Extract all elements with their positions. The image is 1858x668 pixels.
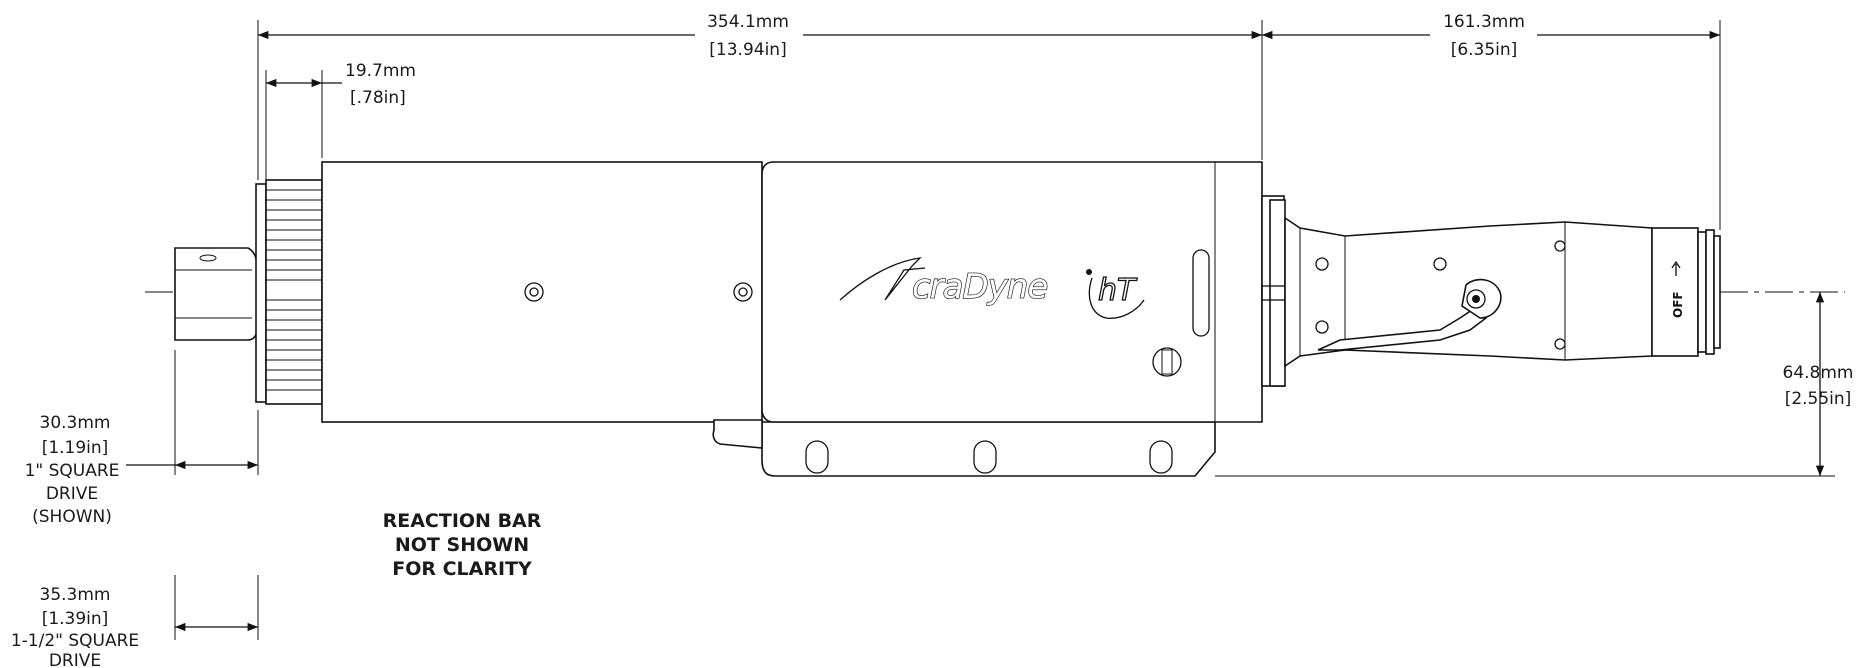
note-line-1: REACTION BAR bbox=[383, 510, 542, 532]
drive-1in-label-2: DRIVE bbox=[46, 484, 98, 504]
drive-1-5in-label-1: 1-1/2" SQUARE bbox=[11, 631, 139, 651]
height-in: [2.55in] bbox=[1785, 389, 1852, 409]
extension-lines bbox=[174, 20, 1835, 640]
overall-length-mm: 354.1mm bbox=[707, 12, 789, 32]
logo-brand-text: craDyne bbox=[912, 267, 1047, 307]
off-label: OFF bbox=[1671, 291, 1685, 318]
note-line-3: FOR CLARITY bbox=[392, 558, 532, 580]
drive-1in-label-1: 1" SQUARE bbox=[25, 461, 120, 481]
drive-1-5in-label-2: DRIVE bbox=[49, 651, 101, 668]
overall-length-in: [13.94in] bbox=[709, 40, 786, 60]
nut-width-mm: 19.7mm bbox=[345, 61, 416, 81]
off-arrow-icon bbox=[1671, 260, 1681, 276]
gear-housing bbox=[321, 161, 763, 423]
collar-ring bbox=[1261, 195, 1288, 387]
handle-length-mm: 161.3mm bbox=[1443, 12, 1525, 32]
logo-model-text: hT bbox=[1098, 273, 1138, 308]
square-drive bbox=[174, 247, 259, 341]
rear-switch: OFF bbox=[1651, 227, 1721, 357]
motor-housing bbox=[712, 161, 1263, 477]
brand-logo: craDyne hT bbox=[839, 257, 1145, 319]
dimension-lines bbox=[126, 30, 1825, 632]
drive-1in-label-3: (SHOWN) bbox=[32, 507, 112, 527]
handle bbox=[1284, 216, 1653, 368]
drive-1in-mm: 30.3mm bbox=[40, 413, 111, 433]
drive-1-5in-mm: 35.3mm bbox=[40, 585, 111, 605]
handle-length-in: [6.35in] bbox=[1451, 40, 1518, 60]
height-mm: 64.8mm bbox=[1783, 363, 1854, 383]
note-line-2: NOT SHOWN bbox=[395, 534, 529, 556]
drive-1-5in-in: [1.39in] bbox=[42, 609, 109, 629]
knurled-nut bbox=[255, 179, 323, 405]
nut-width-in: [.78in] bbox=[350, 88, 406, 108]
drive-1in-in: [1.19in] bbox=[42, 438, 109, 458]
logo-swoosh-icon bbox=[839, 257, 926, 301]
